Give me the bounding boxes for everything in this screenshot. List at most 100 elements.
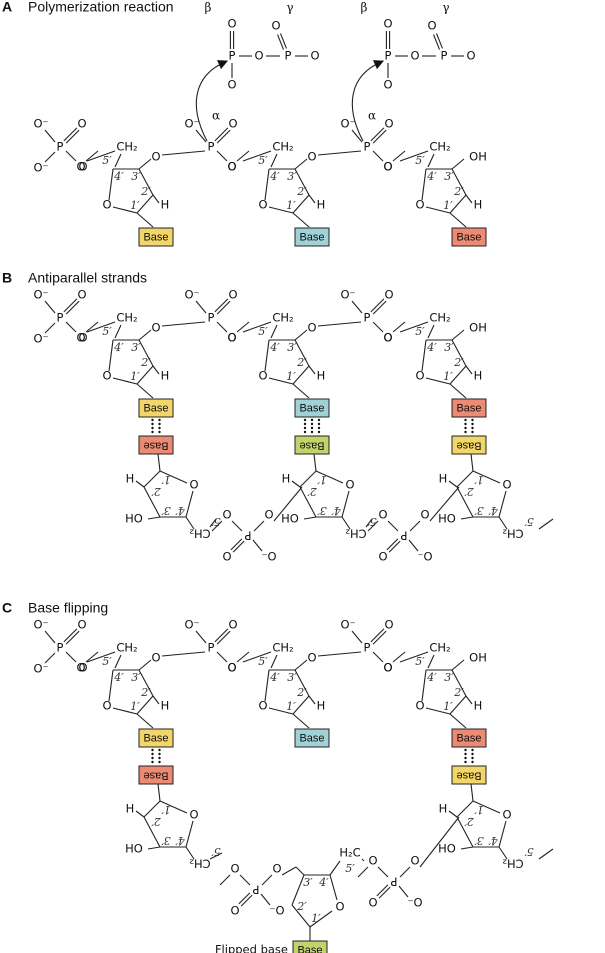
bond	[372, 150, 384, 162]
bond	[86, 150, 116, 162]
position-3-label: 3′	[161, 834, 171, 847]
base-rect	[451, 765, 487, 785]
bond	[399, 321, 429, 333]
hydrogen-atom: H	[282, 472, 291, 486]
hydrogen-atom: H	[317, 699, 326, 713]
bond	[425, 377, 451, 385]
oxygen-anion: O⁻	[33, 117, 48, 131]
glycosidic-bond	[157, 453, 161, 472]
hydrogen-bond-dot	[464, 760, 467, 764]
base-label: Base	[143, 732, 168, 744]
hydroxyl-group: HO	[125, 512, 143, 526]
bond	[44, 652, 56, 664]
panel-c-bottom-base-3: Base	[451, 765, 487, 785]
hydrogen-bond-dot	[471, 422, 474, 426]
double-bond	[232, 540, 245, 553]
bridging-oxygen: O	[151, 651, 160, 665]
bond	[308, 194, 316, 204]
hydrogen-bond-dot	[303, 422, 307, 426]
position-3-label: 3′	[131, 170, 141, 183]
ring-oxygen: O	[102, 369, 111, 383]
bond	[295, 866, 305, 876]
position-5-label: 5′	[258, 154, 268, 167]
gamma-label: γ	[442, 1, 449, 15]
bond	[270, 654, 278, 669]
panel-title: Polymerization reaction	[28, 0, 174, 15]
bond	[138, 329, 152, 341]
bond	[317, 321, 362, 327]
position-4-label: 4′	[318, 876, 329, 889]
alpha-label: α	[368, 109, 376, 123]
ring-oxygen: O	[258, 699, 267, 713]
bond	[329, 874, 338, 901]
oxygen-atom: O	[384, 288, 393, 302]
bond	[351, 300, 363, 314]
position-5-label: 5′	[258, 655, 268, 668]
bond	[219, 874, 231, 886]
bond	[498, 490, 507, 518]
bond	[409, 520, 421, 532]
hydrogen-bond-dot	[464, 418, 467, 422]
double-bond	[240, 894, 253, 907]
position-5-label: 5′	[258, 325, 268, 338]
bond	[138, 669, 154, 697]
oxygen-atom: O	[77, 117, 86, 131]
phosphate-group: POO⁻O⁻O	[33, 117, 99, 175]
double-bond	[435, 33, 443, 49]
panel-letter: A	[2, 0, 12, 15]
double-bond	[214, 298, 229, 313]
bond	[44, 630, 56, 644]
bond	[299, 470, 317, 488]
bridging-oxygen: O	[383, 661, 392, 675]
bond	[399, 150, 429, 162]
bond	[456, 800, 474, 818]
bond	[112, 707, 138, 715]
position-5-label: 5′	[345, 862, 355, 875]
ring-oxygen: O	[102, 699, 111, 713]
base-label: Base	[143, 402, 168, 414]
oxygen-anion: O⁻	[184, 618, 199, 632]
ch2-group: CH₂	[429, 641, 450, 655]
bridging-oxygen: O	[76, 160, 85, 174]
bond	[498, 846, 508, 860]
bond	[264, 669, 270, 702]
bond	[65, 651, 77, 663]
position-2-label: 2′	[296, 185, 307, 198]
bond	[392, 150, 406, 162]
position-1-label: 1′	[311, 912, 321, 925]
position-4-label: 4′	[488, 834, 499, 847]
bridging-oxygen: O	[368, 854, 377, 868]
bond	[114, 654, 122, 669]
base-rect	[138, 765, 174, 785]
bond	[44, 322, 56, 334]
position-1-label: 1′	[443, 700, 453, 713]
hydrogen-atom: H	[126, 802, 135, 816]
bond	[351, 129, 363, 143]
oxygen-atom: O	[228, 618, 237, 632]
bond	[44, 300, 56, 314]
ch2-group: CH₂	[272, 140, 293, 154]
bond	[329, 860, 341, 876]
base-label: Base	[299, 732, 324, 744]
double-bond	[388, 540, 401, 553]
bond	[460, 846, 474, 850]
bond	[138, 158, 152, 170]
phosphorus-atom: P	[364, 641, 371, 655]
base-rect	[294, 728, 330, 748]
ch2-group: CH₂	[189, 527, 210, 541]
ring-oxygen: O	[415, 699, 424, 713]
phosphate-group: POO⁻O⁻O	[33, 288, 99, 346]
position-1-label: 1′	[130, 700, 140, 713]
bond	[294, 158, 308, 170]
base-label: Base	[143, 231, 168, 243]
bond	[161, 651, 206, 657]
oxygen-atom: O	[384, 117, 393, 131]
hydrogen-bond-dot	[151, 430, 154, 434]
oxygen-atom: O	[222, 550, 231, 564]
bond	[448, 810, 458, 818]
double-bond	[216, 300, 231, 315]
hydrogen-bond-dot	[158, 752, 161, 756]
base-rect	[451, 728, 487, 748]
